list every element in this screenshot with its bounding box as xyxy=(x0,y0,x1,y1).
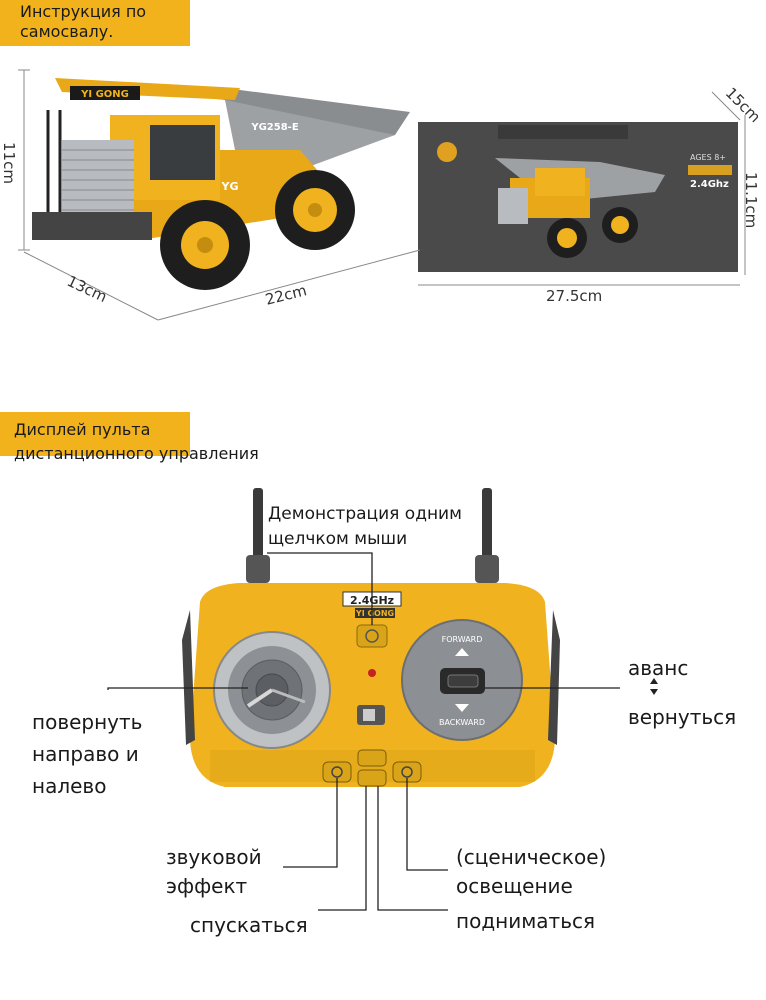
header-1-line1: Инструкция по xyxy=(20,2,147,21)
header-2-line1: Дисплей пульта xyxy=(14,420,151,439)
turn-label-line1: повернуть xyxy=(32,710,143,734)
header-2-line2: дистанционного управления xyxy=(14,444,259,463)
remote-brand-text: YI GONG xyxy=(355,609,394,618)
box-orange-tag xyxy=(688,165,732,175)
box-freq-text: 2.4Ghz xyxy=(690,179,729,190)
light-label-line1: (сценическое) xyxy=(456,845,607,869)
up-arrow-icon xyxy=(650,678,658,684)
sound-label: звуковой эффект xyxy=(166,843,262,901)
dump-truck-image xyxy=(32,78,410,290)
remote-backward-text: BACKWARD xyxy=(439,718,485,727)
header-banner-2: Дисплей пульта xyxy=(0,412,190,456)
sound-label-line1: звуковой xyxy=(166,845,262,869)
turn-label-line3: налево xyxy=(32,774,107,798)
truck-model-text: YG258-E xyxy=(250,122,298,133)
demo-label: Демонстрация одним щелчком мыши xyxy=(268,502,462,552)
box-dimension-lines xyxy=(418,91,746,286)
header-1-line2: самосвалу. xyxy=(20,22,114,41)
callout-lines xyxy=(107,552,620,911)
header-banner-1: Инструкция по самосвалу. xyxy=(0,0,190,46)
truck-cab-badge: YG xyxy=(221,180,239,193)
light-label: (сценическое) освещение xyxy=(456,843,606,901)
up-label: подниматься xyxy=(456,909,596,933)
box-truck-image xyxy=(495,158,665,258)
backward-label: вернуться xyxy=(628,705,737,729)
down-label: спускаться xyxy=(190,913,308,937)
remote-forward-text: FORWARD xyxy=(442,635,483,644)
box-logo-icon xyxy=(437,142,457,162)
box-height-dim: 11.1cm xyxy=(742,172,760,229)
forward-label: аванс xyxy=(628,656,689,680)
light-label-line2: освещение xyxy=(456,874,573,898)
truck-brand-plate xyxy=(70,86,140,100)
truck-height-dim: 11cm xyxy=(0,142,18,184)
sound-label-line2: эффект xyxy=(166,874,248,898)
demo-label-line2: щелчком мыши xyxy=(268,529,408,549)
truck-dimension-lines xyxy=(18,69,421,321)
box-length-dim: 27.5cm xyxy=(546,287,603,305)
turn-label-line2: направо и xyxy=(32,742,139,766)
box-ages-text: AGES 8+ xyxy=(690,153,726,162)
remote-control-image xyxy=(182,488,560,787)
down-arrow-icon xyxy=(650,689,658,695)
box-title-strip xyxy=(498,125,628,139)
turn-label: повернуть направо и налево xyxy=(32,706,142,802)
truck-brand-text: YI GONG xyxy=(80,89,129,100)
demo-label-line1: Демонстрация одним xyxy=(268,504,462,524)
